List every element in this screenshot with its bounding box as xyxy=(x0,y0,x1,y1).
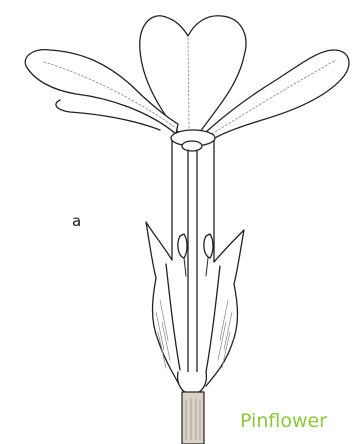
style xyxy=(188,150,197,384)
filament-left xyxy=(184,258,186,276)
pedicel xyxy=(182,392,204,444)
ovary xyxy=(178,372,207,394)
side-label-fragment: a xyxy=(72,214,81,229)
anther-right xyxy=(204,234,213,258)
stigma xyxy=(182,141,202,151)
caption: Pinflower xyxy=(240,412,327,431)
filament-right xyxy=(206,258,208,276)
anther-left xyxy=(178,234,187,258)
calyx-left xyxy=(146,222,180,386)
